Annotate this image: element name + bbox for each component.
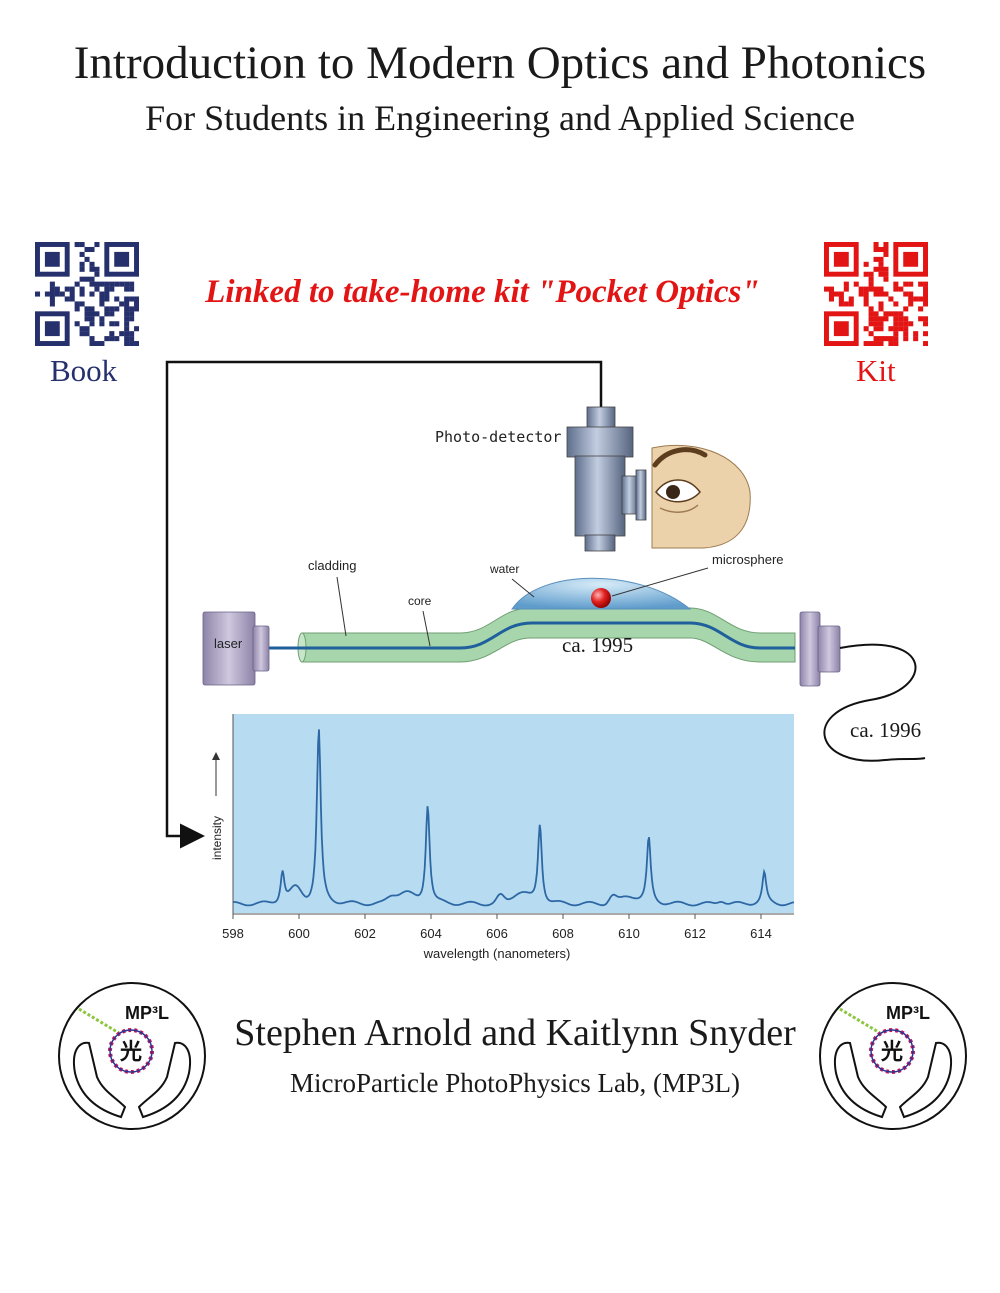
- date-1996-label: ca. 1996: [850, 718, 921, 742]
- signal-wire: [165, 360, 603, 849]
- book-title: Introduction to Modern Optics and Photon…: [73, 37, 927, 89]
- spectrum-plot: 598 600 602 604 606 608 610 612 614 wavelength (…: [210, 714, 795, 961]
- y-axis-label: intensity: [210, 816, 224, 860]
- core-label: core: [408, 594, 432, 608]
- microsphere-label: microsphere: [712, 552, 784, 567]
- x-tick-label: 608: [552, 926, 574, 941]
- kit-qr-code[interactable]: [824, 242, 928, 346]
- date-1995-label: ca. 1995: [562, 633, 633, 657]
- observer-eye-icon: [651, 444, 751, 549]
- book-qr-label: Book: [50, 353, 118, 388]
- microsphere: [591, 588, 611, 608]
- output-detector: [799, 611, 841, 687]
- water-label: water: [489, 562, 519, 576]
- photo-detector-label: Photo-detector: [435, 428, 561, 446]
- mp3l-logo-right: MP³L 光: [819, 982, 967, 1130]
- x-axis-label: wavelength (nanometers): [423, 946, 571, 961]
- kit-qr-label: Kit: [856, 353, 896, 388]
- authors: Stephen Arnold and Kaitlynn Snyder: [234, 1012, 796, 1054]
- logo-text: MP³L: [125, 1003, 169, 1023]
- plot-area: [233, 714, 794, 913]
- x-tick-label: 606: [486, 926, 508, 941]
- kit-link-caption: Linked to take-home kit "Pocket Optics": [205, 274, 760, 310]
- book-qr-code[interactable]: [35, 242, 139, 346]
- laser-source: [202, 611, 270, 686]
- x-tick-label: 614: [750, 926, 772, 941]
- logo-glyph: 光: [880, 1040, 903, 1065]
- photo-detector: [566, 406, 647, 552]
- laser-label: laser: [214, 636, 243, 651]
- output-cable: [823, 643, 926, 762]
- x-tick-label: 610: [618, 926, 640, 941]
- cladding-label: cladding: [308, 558, 356, 573]
- x-tick-label: 612: [684, 926, 706, 941]
- logo-text: MP³L: [886, 1003, 930, 1023]
- spectrum-line: [233, 729, 795, 907]
- mp3l-logo-left: MP³L 光: [58, 982, 206, 1130]
- x-tick-label: 598: [222, 926, 244, 941]
- logo-glyph: 光: [119, 1040, 142, 1065]
- x-tick-label: 600: [288, 926, 310, 941]
- waveguide-core: [246, 621, 795, 650]
- x-tick-label: 604: [420, 926, 442, 941]
- lab-name: MicroParticle PhotoPhysics Lab, (MP3L): [290, 1068, 740, 1098]
- book-subtitle: For Students in Engineering and Applied …: [145, 98, 855, 138]
- x-tick-label: 602: [354, 926, 376, 941]
- waveguide-cladding: [301, 607, 796, 663]
